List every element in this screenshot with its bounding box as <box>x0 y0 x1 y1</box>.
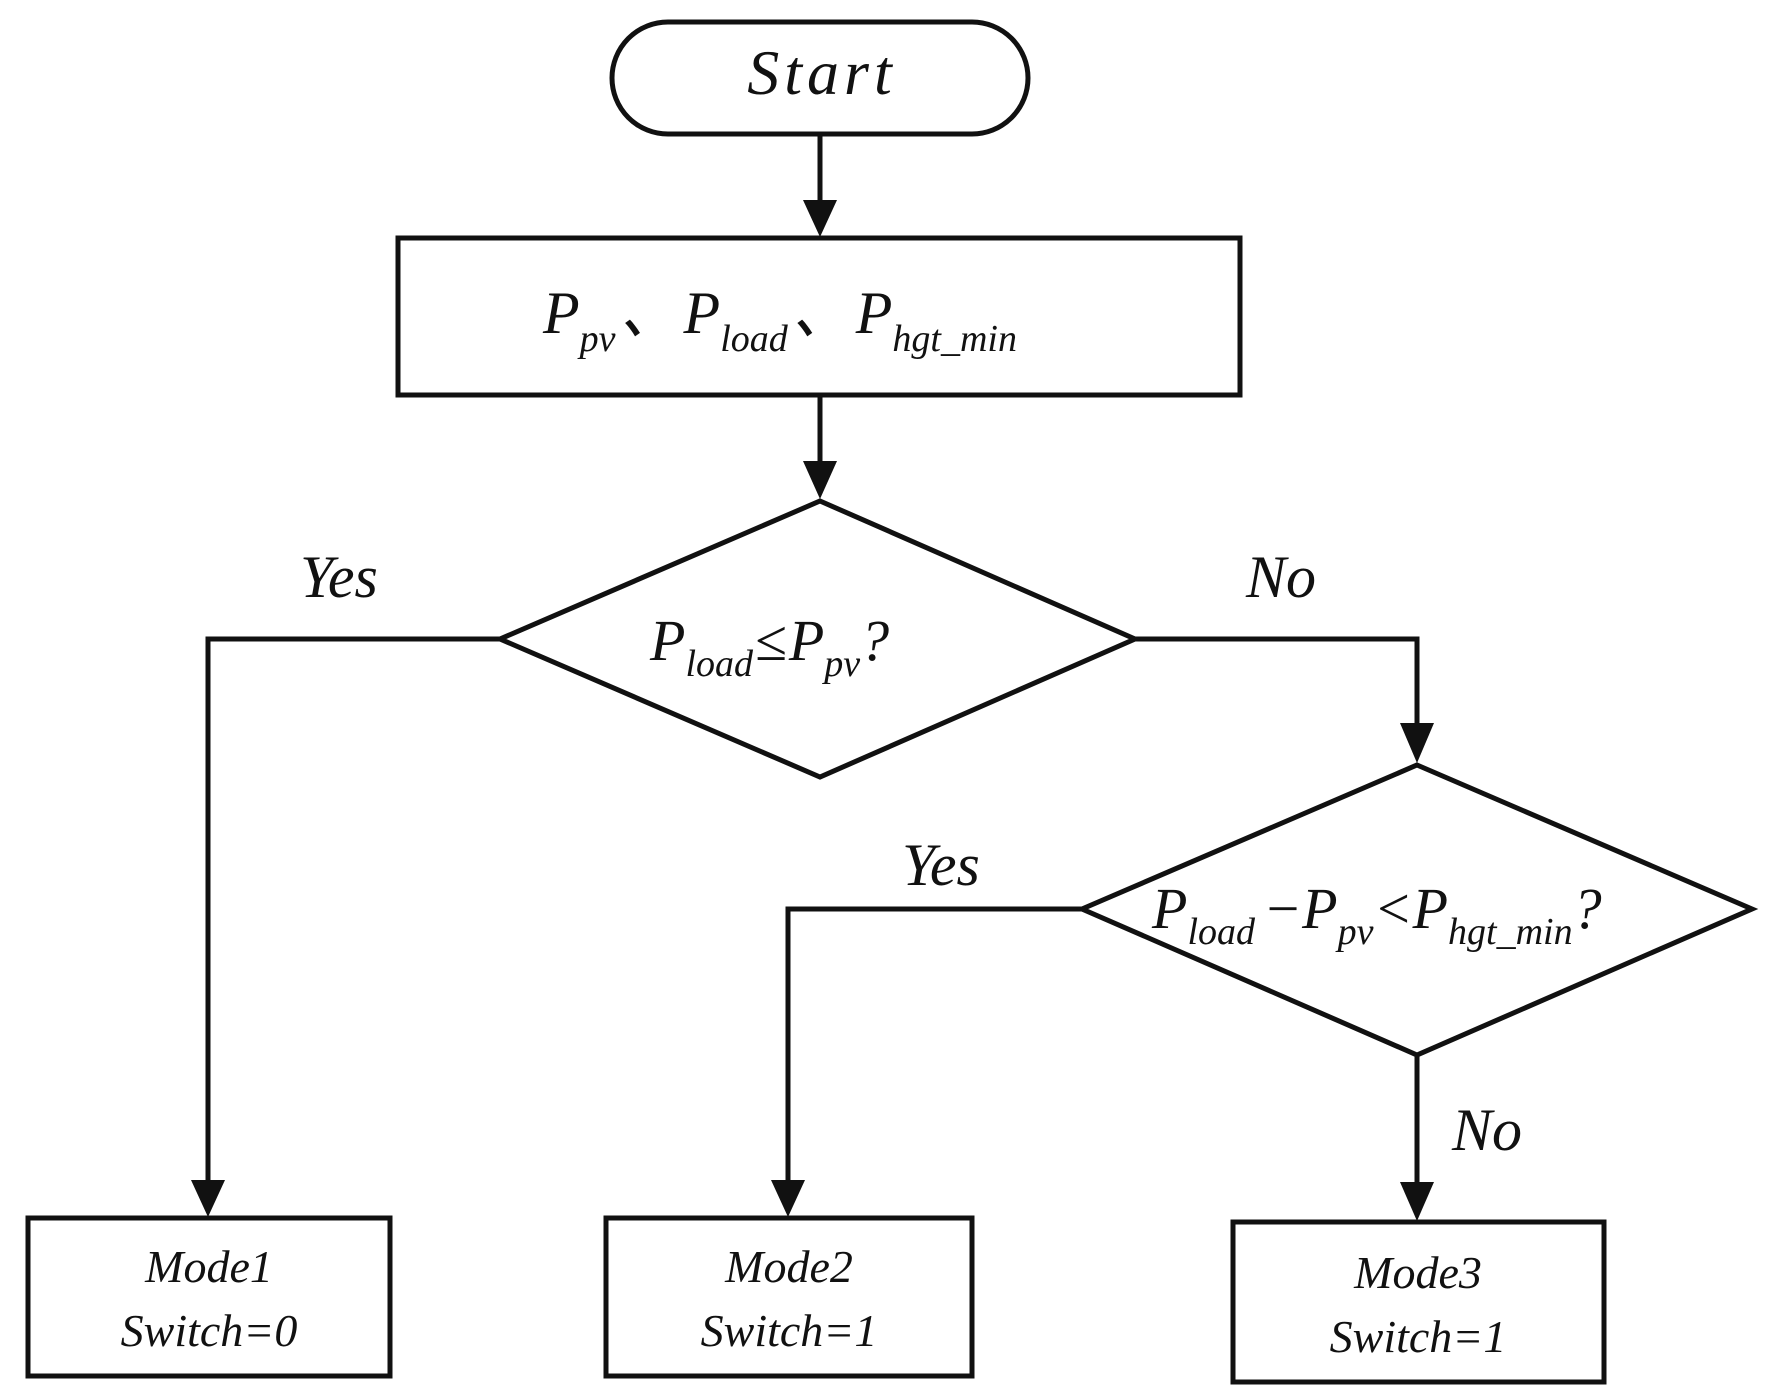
decision1-condition: Pload≤Ppv? <box>649 608 889 685</box>
p-hgt-min-subscript: hgt_min <box>892 318 1017 360</box>
decision2-node: Pload−Ppv<Phgt_min? Yes No <box>902 762 1759 1163</box>
edge-decision1-no-to-decision2 <box>1135 636 1420 728</box>
decision2-yes-label: Yes <box>902 832 980 898</box>
d1-question-mark: ? <box>860 608 889 673</box>
start-node: Start <box>609 19 1031 137</box>
mode2-box <box>603 1215 975 1379</box>
mode2-switch: Switch=1 <box>701 1305 878 1356</box>
arrowhead-mode3 <box>1400 1182 1434 1221</box>
connectors <box>191 135 1434 1221</box>
mode2-name: Mode2 <box>724 1241 853 1292</box>
inputs-process-box <box>395 235 1243 398</box>
arrowhead-decision2 <box>1400 723 1434 763</box>
d2-p-hgt-min-subscript: hgt_min <box>1448 911 1573 953</box>
inputs-node: Ppv、Pload、Phgt_min <box>395 235 1243 398</box>
start-terminal <box>609 19 1031 137</box>
mode1-box <box>25 1215 393 1379</box>
d1-p-pv-symbol: P <box>788 608 824 673</box>
d2-p-hgt-min-symbol: P <box>1412 876 1448 941</box>
mode3-box <box>1230 1219 1607 1385</box>
p-hgt-min-symbol: P <box>855 280 893 346</box>
mode2-node: Mode2 Switch=1 <box>603 1215 975 1379</box>
d2-minus: − <box>1263 876 1302 941</box>
d2-question-mark: ? <box>1573 876 1602 941</box>
p-load-symbol: P <box>683 280 721 346</box>
d2-p-load-symbol: P <box>1151 876 1187 941</box>
arrowhead-inputs <box>803 200 837 237</box>
start-label: Start <box>747 37 896 108</box>
decision2-diamond <box>1075 762 1759 1058</box>
mode3-switch: Switch=1 <box>1330 1311 1507 1362</box>
d1-p-pv-subscript: pv <box>821 643 860 685</box>
mode1-node: Mode1 Switch=0 <box>25 1215 393 1379</box>
p-load-subscript: load <box>720 318 789 360</box>
inputs-formula: Ppv、Pload、Phgt_min <box>542 280 1017 360</box>
arrowhead-mode1 <box>191 1180 225 1217</box>
edge-decision1-yes-to-mode1 <box>205 636 500 1185</box>
p-pv-subscript: pv <box>577 318 616 360</box>
d2-p-pv-symbol: P <box>1301 876 1337 941</box>
decision1-no-label: No <box>1245 544 1316 610</box>
decision1-diamond <box>493 498 1142 780</box>
decision1-node: Pload≤Ppv? Yes No <box>300 498 1316 780</box>
d2-less-than: < <box>1373 876 1412 941</box>
decision2-no-label: No <box>1451 1097 1522 1163</box>
d1-p-load-subscript: load <box>685 643 754 685</box>
d1-p-load-symbol: P <box>649 608 685 673</box>
decision1-yes-label: Yes <box>300 544 378 610</box>
arrowhead-decision1 <box>803 461 837 499</box>
p-pv-symbol: P <box>542 280 580 346</box>
mode1-switch: Switch=0 <box>121 1305 298 1356</box>
d1-operator: ≤ <box>755 608 787 673</box>
mode3-node: Mode3 Switch=1 <box>1230 1219 1607 1385</box>
inputs-separator-2: 、 <box>792 280 852 346</box>
inputs-separator-1: 、 <box>620 280 680 346</box>
mode3-name: Mode3 <box>1353 1247 1482 1298</box>
decision2-condition: Pload−Ppv<Phgt_min? <box>1151 876 1602 953</box>
arrowhead-mode2 <box>771 1180 805 1217</box>
d2-p-load-subscript: load <box>1187 911 1256 953</box>
edge-decision2-yes-to-mode2 <box>785 906 1082 1185</box>
d2-p-pv-subscript: pv <box>1335 911 1374 953</box>
mode1-name: Mode1 <box>144 1241 273 1292</box>
